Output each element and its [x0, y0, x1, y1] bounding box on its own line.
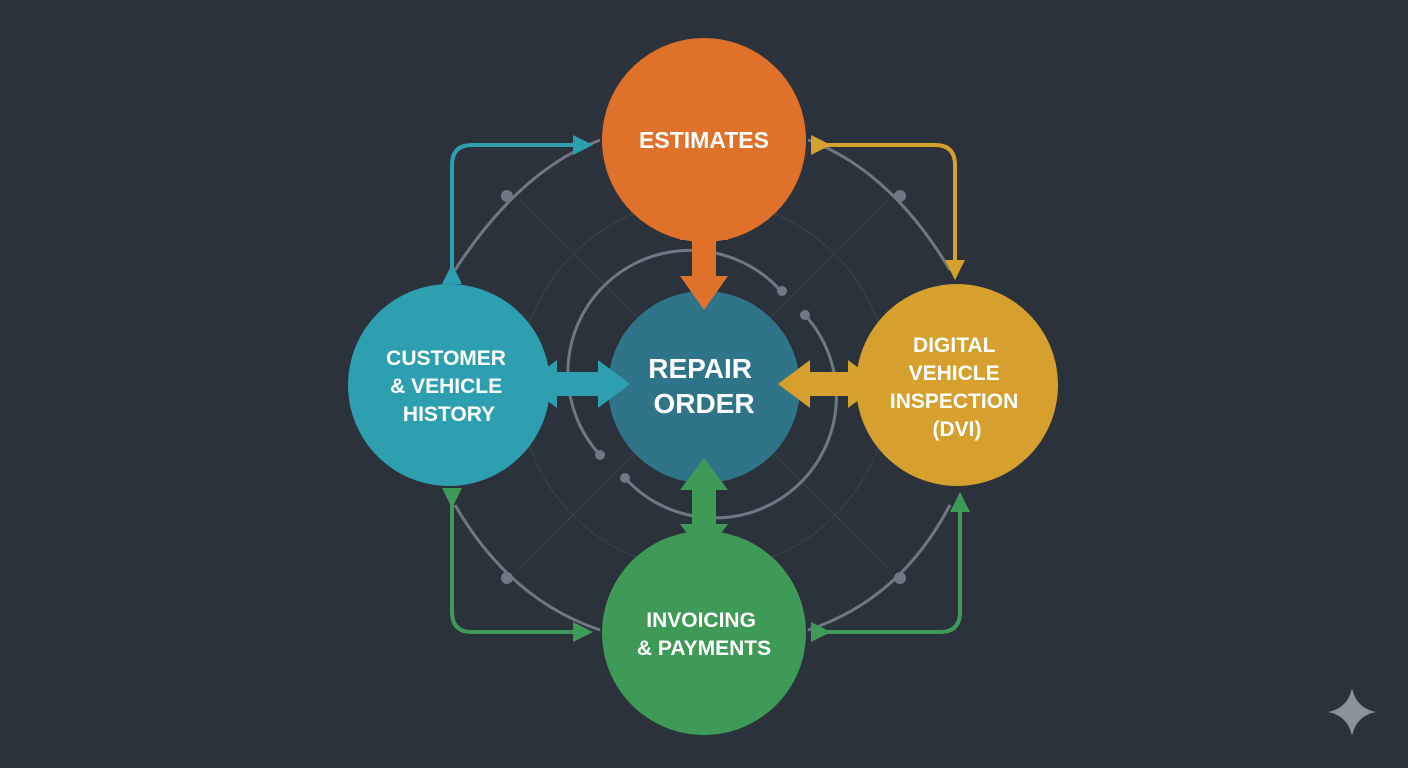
connector-estimates-dvi: [811, 135, 965, 280]
node-customer-circle: [348, 284, 550, 486]
gray-ring-arc-2: [623, 313, 838, 520]
node-invoicing-label-line: & PAYMENTS: [637, 637, 771, 660]
gray-arc-top-right: [807, 138, 952, 271]
gray-arc-top-left: [453, 138, 601, 271]
node-estimates-circle: [602, 38, 806, 242]
node-repair-order-label-line: ORDER: [653, 388, 754, 419]
arrow-repair-order-dvi: [778, 360, 880, 408]
node-dvi-circle: [856, 284, 1058, 486]
gray-dot: [894, 572, 906, 584]
node-estimates-label-line: ESTIMATES: [639, 127, 769, 153]
node-dvi-label-line: (DVI): [933, 418, 982, 441]
node-dvi-label-line: VEHICLE: [909, 362, 1000, 385]
connector-invoicing-dvi: [811, 492, 970, 642]
node-customer-label-line: HISTORY: [403, 403, 495, 426]
node-repair-order-label-line: REPAIR: [648, 353, 752, 384]
node-dvi-label: DIGITAL VEHICLE INSPECTION (DVI): [890, 334, 1024, 441]
gray-dot: [595, 450, 605, 460]
connector-customer-invoicing: [442, 488, 593, 642]
node-repair-order-label: REPAIR ORDER: [648, 353, 760, 419]
gray-dot: [620, 473, 630, 483]
arrow-estimates-repair-order: [680, 208, 728, 310]
gray-dot: [777, 286, 787, 296]
gray-dot: [894, 190, 906, 202]
gray-arc-bottom-left: [453, 504, 601, 632]
arrow-customer-repair-order: [525, 360, 630, 408]
node-customer-label-line: & VEHICLE: [390, 375, 502, 398]
node-repair-order-circle: [608, 291, 800, 483]
gray-ring-arc-1: [566, 248, 782, 457]
node-invoicing-label-line: INVOICING: [646, 609, 756, 632]
node-customer-label: CUSTOMER & VEHICLE HISTORY: [386, 347, 512, 426]
node-customer-label-line: CUSTOMER: [386, 347, 506, 370]
node-invoicing-label: INVOICING & PAYMENTS: [637, 609, 771, 660]
connector-customer-estimates: [442, 135, 593, 284]
gray-dot: [800, 310, 810, 320]
node-dvi-label-line: INSPECTION: [890, 390, 1018, 413]
gray-dot: [501, 190, 513, 202]
sparkle-icon: [1328, 688, 1376, 736]
arrow-repair-order-invoicing: [680, 458, 728, 556]
node-invoicing-circle: [602, 531, 806, 735]
gray-dot: [501, 572, 513, 584]
node-estimates-label: ESTIMATES: [639, 127, 769, 153]
gray-arc-bottom-right: [807, 504, 952, 632]
node-dvi-label-line: DIGITAL: [913, 334, 996, 357]
